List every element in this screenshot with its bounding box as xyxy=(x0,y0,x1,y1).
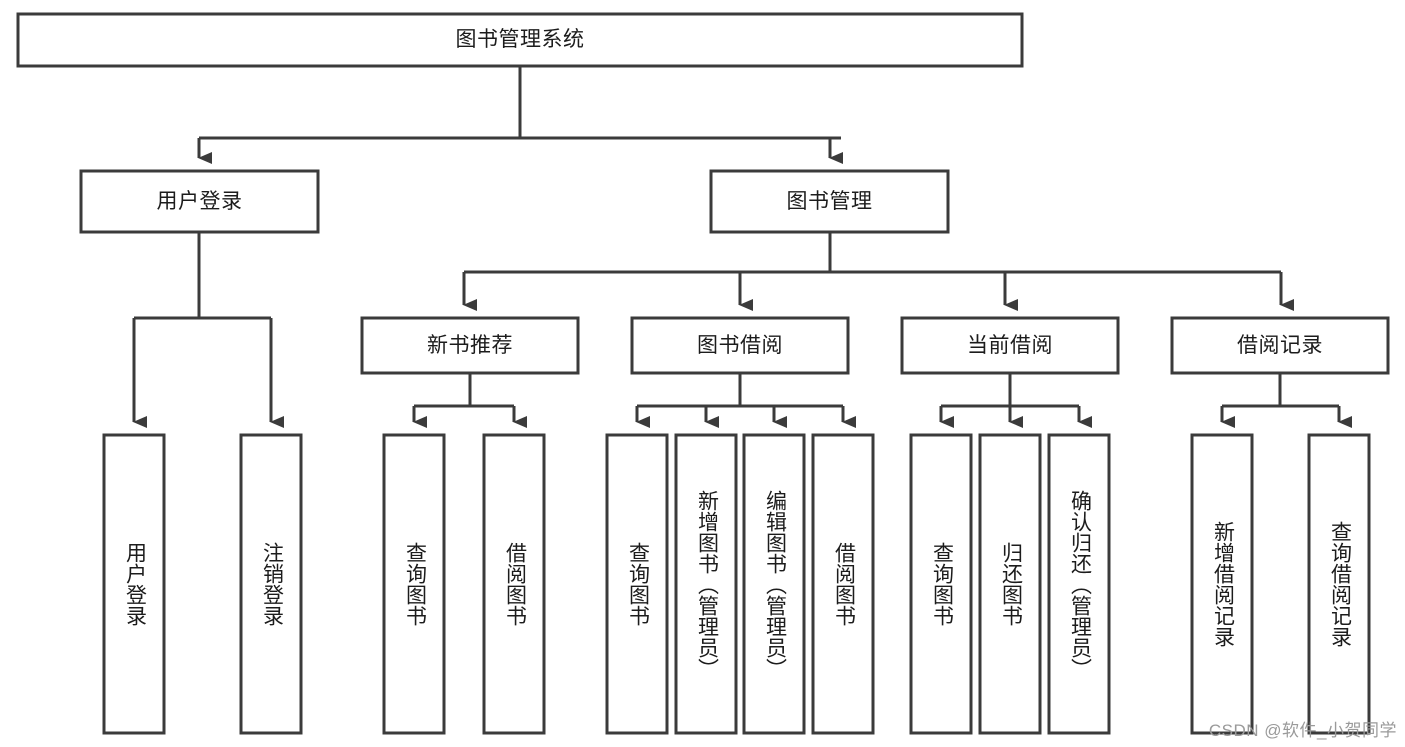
node-leaf-query-book-1[interactable] xyxy=(382,433,446,735)
node-leaf-return-book[interactable] xyxy=(978,433,1042,735)
node-borrow-record[interactable] xyxy=(1170,316,1390,375)
node-leaf-query-record[interactable] xyxy=(1307,433,1371,735)
node-leaf-confirm-return[interactable] xyxy=(1047,433,1111,735)
node-leaf-query-book-2[interactable] xyxy=(605,433,669,735)
node-leaf-borrow-book-1[interactable] xyxy=(482,433,546,735)
node-leaf-logout[interactable] xyxy=(239,433,303,735)
node-book-borrow[interactable] xyxy=(630,316,850,375)
node-root[interactable] xyxy=(16,12,1024,68)
connector-bookborrow-to-leaves xyxy=(635,373,856,428)
node-leaf-add-book[interactable] xyxy=(674,433,738,735)
connector-bookmanage-to-level3 xyxy=(462,232,1294,311)
node-leaf-query-book-3[interactable] xyxy=(909,433,973,735)
connector-root-to-level2 xyxy=(197,66,843,164)
node-user-login[interactable] xyxy=(79,169,320,234)
node-new-book-recommend[interactable] xyxy=(360,316,580,375)
node-leaf-add-record[interactable] xyxy=(1190,433,1254,735)
node-leaf-user-login[interactable] xyxy=(102,433,166,735)
connector-newbook-to-leaves xyxy=(412,373,527,428)
node-leaf-borrow-book-2[interactable] xyxy=(811,433,875,735)
csdn-watermark: CSDN @软件_小贺同学 xyxy=(1208,721,1397,740)
node-leaf-edit-book[interactable] xyxy=(742,433,806,735)
node-book-manage[interactable] xyxy=(709,169,950,234)
connector-userlogin-to-leaves xyxy=(132,232,284,428)
connector-borrowrecord-to-leaves xyxy=(1220,373,1352,428)
connector-currentborrow-to-leaves xyxy=(939,373,1092,428)
node-current-borrow[interactable] xyxy=(900,316,1120,375)
